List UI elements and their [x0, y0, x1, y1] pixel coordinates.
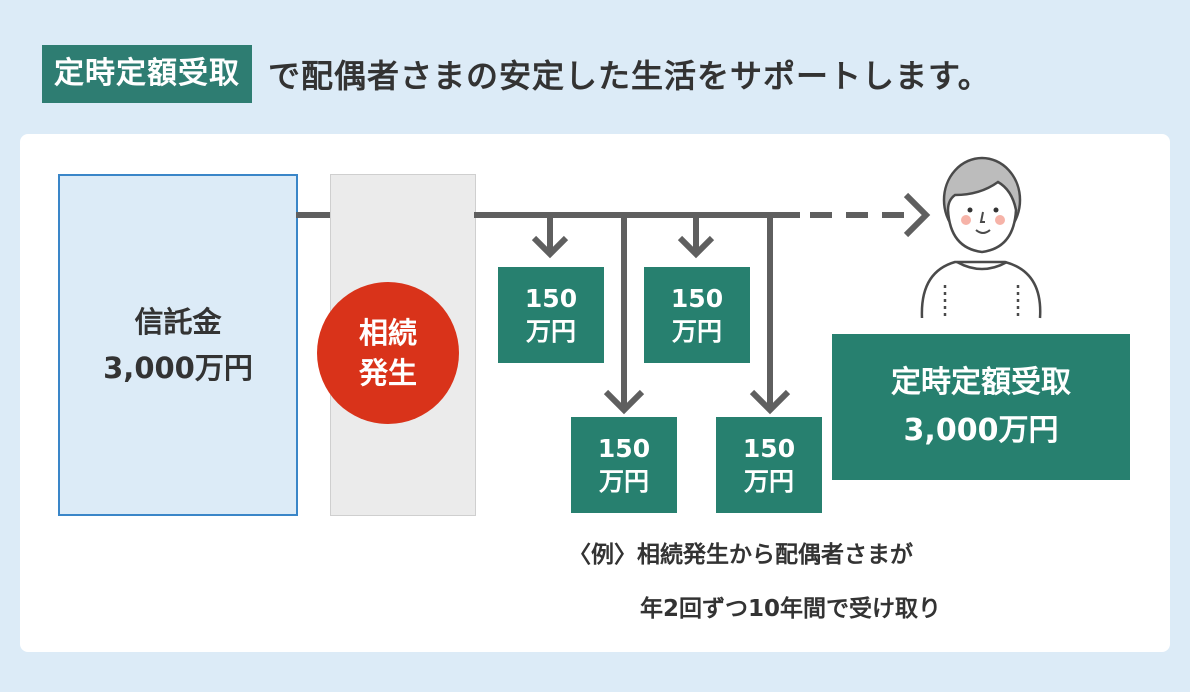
event-line1: 相続	[358, 316, 417, 350]
payment-box-2: 150 万円	[644, 267, 750, 363]
payment-unit: 万円	[598, 467, 649, 496]
event-line2: 発生	[358, 356, 417, 390]
title-row: 定時定額受取 で配偶者さまの安定した生活をサポートします。	[42, 44, 991, 104]
flow-arrowhead	[903, 192, 931, 238]
payment-amount: 150	[742, 434, 796, 463]
title-text: で配偶者さまの安定した生活をサポートします。	[268, 57, 991, 95]
payment-amount: 150	[524, 284, 578, 313]
branch-arrowhead-3	[677, 235, 715, 259]
total-box: 定時定額受取 3,000万円	[832, 334, 1130, 480]
trust-box: 信託金 3,000万円	[58, 174, 298, 516]
payment-unit: 万円	[671, 317, 722, 346]
trust-amount: 3,000万円	[103, 351, 253, 385]
example-note: 〈例〉相続発生から配偶者さまが 年2回ずつ10年間で受け取り	[568, 536, 941, 628]
note-line1: 〈例〉相続発生から配偶者さまが	[568, 542, 913, 568]
payment-unit: 万円	[743, 467, 794, 496]
payment-unit: 万円	[525, 317, 576, 346]
total-amount: 3,000万円	[903, 413, 1059, 448]
note-line2: 年2回ずつ10年間で受け取り	[640, 596, 942, 622]
payment-amount: 150	[597, 434, 651, 463]
inheritance-event-circle: 相続 発生	[317, 282, 459, 424]
branch-arrowhead-1	[531, 235, 569, 259]
total-label: 定時定額受取	[891, 365, 1071, 400]
branch-arrowhead-4	[749, 389, 791, 415]
payment-box-3: 150 万円	[571, 417, 677, 513]
payment-box-1: 150 万円	[498, 267, 604, 363]
trust-label: 信託金	[134, 305, 222, 339]
title-badge: 定時定額受取	[42, 45, 252, 103]
payment-amount: 150	[670, 284, 724, 313]
person-icon	[920, 156, 1042, 319]
payment-box-4: 150 万円	[716, 417, 822, 513]
branch-arrowhead-2	[603, 389, 645, 415]
